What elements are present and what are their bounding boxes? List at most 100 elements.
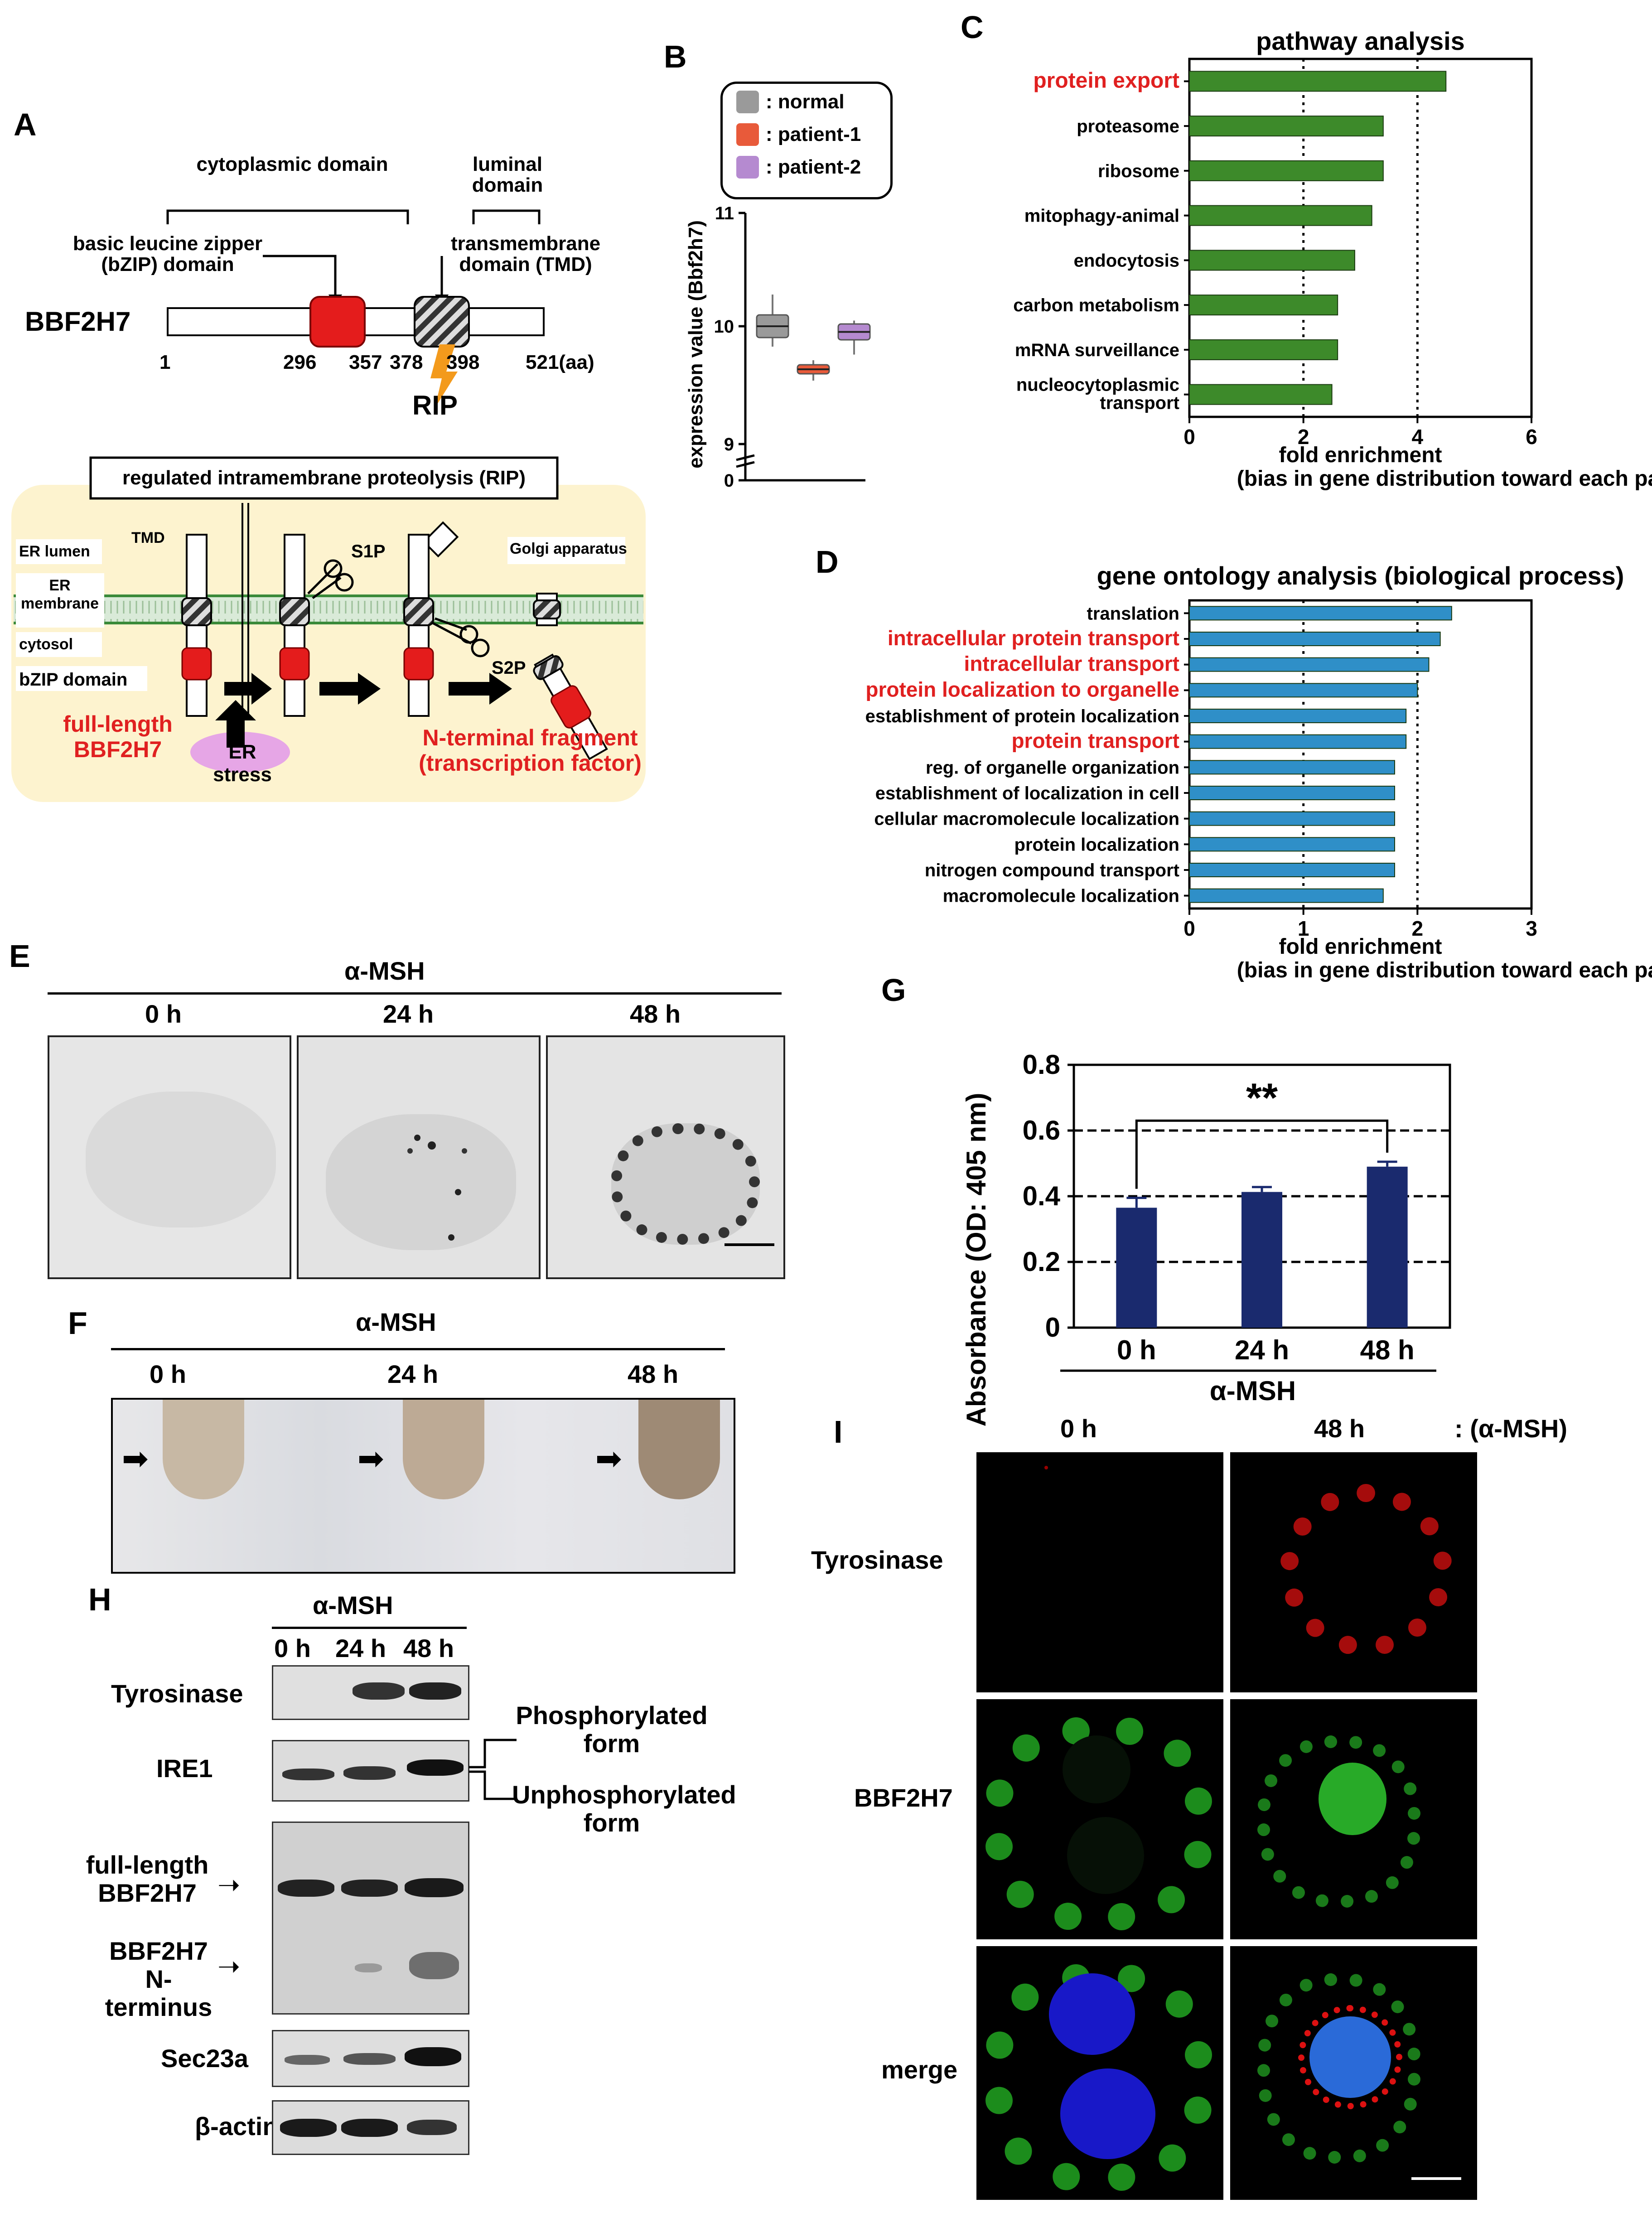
confocal-merge-0h	[976, 1946, 1223, 2200]
row-beta-actin: β-actin	[195, 2112, 278, 2141]
ire1-brackets	[469, 1739, 517, 1800]
ytick-11: 11	[715, 203, 734, 223]
panel-label-d: D	[816, 544, 839, 580]
cytoplasmic-label: cytoplasmic domain	[196, 153, 388, 175]
bar-4	[1189, 250, 1355, 271]
confocal-bbf-0h	[976, 1699, 1223, 1939]
xtick-2: 48 h	[1360, 1335, 1415, 1365]
panel-label-b: B	[664, 39, 687, 74]
category-label-10: nitrogen compound transport	[925, 860, 1179, 880]
xtick-2: 2	[1412, 917, 1424, 940]
h-time-24: 24 h	[335, 1634, 386, 1662]
rip-label: RIP	[412, 390, 458, 420]
h-title-rule	[272, 1627, 467, 1629]
row-full-length: full-length BBF2H7	[86, 1851, 209, 1907]
chart-d: gene ontology analysis (biological proce…	[865, 561, 1652, 982]
bar-7	[1189, 786, 1395, 800]
ytick-0.4: 0.4	[1023, 1181, 1061, 1211]
i-row-merge: merge	[881, 2055, 958, 2084]
confocal-tyr-48h	[1230, 1452, 1477, 1692]
i-time-0: 0 h	[1060, 1414, 1097, 1443]
ytick-0.8: 0.8	[1023, 1049, 1060, 1080]
s2p-label: S2P	[492, 658, 526, 678]
arrow-nterminus: ➝	[217, 1951, 241, 1981]
pos-1: 1	[159, 351, 171, 373]
row-sec23a: Sec23a	[161, 2044, 249, 2073]
ytick-0.2: 0.2	[1023, 1247, 1060, 1277]
plot-frame	[1188, 599, 1533, 910]
bar-9	[1189, 837, 1395, 852]
ylabel-g: Absorbance (OD: 405 nm)	[961, 1093, 991, 1427]
category-label-3: mitophagy-animal	[1024, 206, 1179, 226]
category-label-8: cellular macromolecule localization	[874, 809, 1179, 829]
bar-2	[1189, 657, 1430, 672]
ytick-10: 10	[714, 317, 734, 337]
bzip-domain-label: bZIP domain	[19, 670, 128, 690]
significance-bracket	[1135, 1119, 1389, 1189]
i-time-48: 48 h	[1314, 1414, 1365, 1443]
xtick-4: 4	[1412, 425, 1424, 449]
blot-bbf2h7	[272, 1822, 469, 2015]
row-nterminus: BBF2H7 N-terminus	[105, 1937, 213, 2021]
arrow-full-length: ➝	[217, 1870, 241, 1900]
bar-2	[1189, 160, 1384, 181]
tube-arrow-0: ➡	[122, 1441, 149, 1476]
blot-tyrosinase	[272, 1665, 469, 1720]
xlabel-g: α-MSH	[1210, 1376, 1296, 1406]
cytosol-label: cytosol	[19, 636, 73, 653]
i-row-bbf2h7: BBF2H7	[854, 1783, 953, 1812]
xlabel-line1: fold enrichment	[1279, 935, 1442, 959]
s1p-label: S1P	[351, 541, 386, 561]
bzip-label: basic leucine zipper (bZIP) domain	[72, 232, 263, 275]
chart-title: gene ontology analysis (biological proce…	[1097, 561, 1624, 590]
panel-label-i: I	[834, 1414, 843, 1450]
micrograph-0h	[48, 1035, 291, 1279]
panel-label-h: H	[88, 1582, 111, 1617]
bar-4	[1189, 709, 1407, 723]
bar-0	[1189, 71, 1447, 92]
f-time-24: 24 h	[387, 1360, 439, 1388]
xtick-2: 2	[1298, 425, 1309, 449]
panel-label-g: G	[881, 972, 906, 1008]
bar-6	[1189, 760, 1395, 775]
h-time-48: 48 h	[403, 1634, 454, 1662]
row-tyrosinase: Tyrosinase	[111, 1679, 243, 1708]
tmd-label: transmembrane domain (TMD)	[451, 232, 601, 275]
category-label-7: establishment of localization in cell	[875, 783, 1179, 803]
bar-0	[1189, 606, 1452, 621]
bar-1	[1189, 116, 1384, 137]
category-label-0: protein export	[1033, 68, 1179, 92]
row-ire1: IRE1	[156, 1754, 213, 1783]
panel-label-c: C	[961, 10, 984, 45]
micrograph-24h	[297, 1035, 541, 1279]
e-title: α-MSH	[344, 957, 425, 985]
legend-b	[720, 82, 893, 199]
category-label-3: protein localization to organelle	[865, 677, 1179, 701]
ytick-0.6: 0.6	[1023, 1115, 1060, 1145]
category-label-6: reg. of organelle organization	[926, 758, 1179, 778]
xlabel-line2: (bias in gene distribution toward each p…	[1237, 958, 1652, 982]
bar-5	[1189, 734, 1407, 749]
bar-7	[1189, 384, 1333, 405]
significance-mark: **	[1246, 1075, 1278, 1121]
ytick-0: 0	[1045, 1312, 1060, 1343]
ytick-0: 0	[724, 471, 734, 491]
pos-378: 378	[390, 351, 423, 373]
normal-swatch	[736, 91, 759, 113]
er-membrane-label: ER membrane	[21, 577, 99, 612]
bar-3	[1189, 205, 1372, 226]
ytick-9: 9	[724, 435, 734, 454]
blot-beta-actin	[272, 2100, 469, 2155]
bar-2	[1367, 1166, 1408, 1328]
bar-0	[1116, 1208, 1157, 1328]
tmd-short-label: TMD	[131, 529, 165, 546]
domain-diagram	[11, 209, 646, 802]
tube-arrow-24: ➡	[357, 1441, 384, 1476]
nterm-label: N-terminal fragment (transcription facto…	[419, 725, 642, 776]
xtick-1: 1	[1298, 917, 1309, 940]
pos-296: 296	[283, 351, 317, 373]
bar-8	[1189, 811, 1395, 826]
pos-357: 357	[349, 351, 382, 373]
category-label-1: proteasome	[1077, 116, 1179, 136]
